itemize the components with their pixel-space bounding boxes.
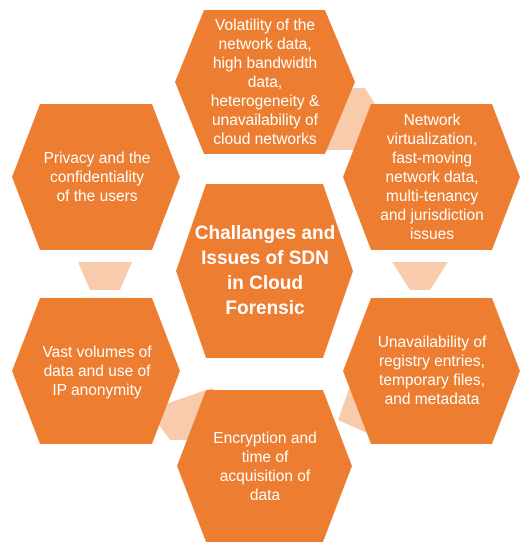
label-upper-right-line: issues (410, 225, 454, 243)
label-bottom-line: data (249, 487, 281, 504)
label-lower-right-line: and metadata (384, 391, 480, 408)
label-bottom-line: acquisition of (219, 468, 311, 485)
hexagon-upper-left (12, 104, 180, 250)
hexagon-top (175, 10, 355, 154)
label-lower-left: Vast volumes of data and use of IP anony… (18, 300, 176, 442)
label-upper-right-line: network data, (385, 168, 479, 186)
connector-lower-left-upper-left (78, 262, 132, 290)
label-upper-left: Privacy and the confidentiality of the u… (18, 106, 176, 248)
label-lower-left-line: Vast volumes of (42, 343, 152, 361)
hexagon-center (176, 184, 353, 358)
label-upper-right-line: and jurisdiction (380, 206, 484, 224)
hexagon-upper-right (343, 104, 520, 250)
label-upper-right: Network virtualization, fast-moving netw… (352, 106, 512, 248)
label-lower-right-line: Unavailability of (377, 334, 487, 351)
label-top-line: high bandwidth (212, 54, 318, 72)
label-upper-left-line: of the users (56, 187, 138, 205)
connector-upper-right-lower-right (392, 262, 448, 290)
label-bottom-line: Encryption and (213, 430, 317, 447)
label-lower-right-line: temporary files, (379, 372, 485, 389)
label-upper-left-line: Privacy and the (43, 149, 151, 167)
label-upper-right-line: fast-moving (391, 149, 473, 167)
label-upper-right-line: Network (403, 111, 461, 129)
center-title-line: Issues of SDN (201, 248, 329, 269)
center-title: Challanges and Issues of SDN in Cloud Fo… (180, 186, 350, 356)
label-top-line: heterogeneity & (210, 92, 320, 110)
label-bottom: Encryption and time of acquisition of da… (184, 394, 346, 540)
label-lower-right-line: registry entries, (379, 353, 485, 370)
hexagon-lower-right (343, 298, 520, 444)
center-title-line: Challanges and (194, 223, 336, 244)
label-top-line: Volatility of the (215, 16, 315, 34)
label-top-line: unavailability of (212, 111, 318, 129)
center-title-line: Forensic (225, 298, 305, 319)
label-lower-left-line: data and use of (43, 362, 151, 380)
label-bottom-line: time of (241, 449, 289, 466)
label-upper-right-line: virtualization, (386, 130, 478, 148)
hexagon-lower-left (12, 298, 180, 444)
hexagon-bottom (177, 390, 352, 542)
label-upper-right-line: multi-tenancy (385, 187, 479, 205)
label-lower-left-line: IP anonymity (52, 381, 142, 399)
label-lower-right: Unavailability of registry entries, temp… (350, 300, 514, 442)
label-top-line: cloud networks (213, 130, 317, 148)
label-top: Volatility of the network data, high ban… (182, 12, 348, 152)
label-top-line: data, (247, 73, 283, 91)
label-upper-left-line: confidentiality (50, 168, 144, 186)
label-top-line: network data, (218, 35, 312, 53)
center-title-line: in Cloud (227, 273, 303, 294)
